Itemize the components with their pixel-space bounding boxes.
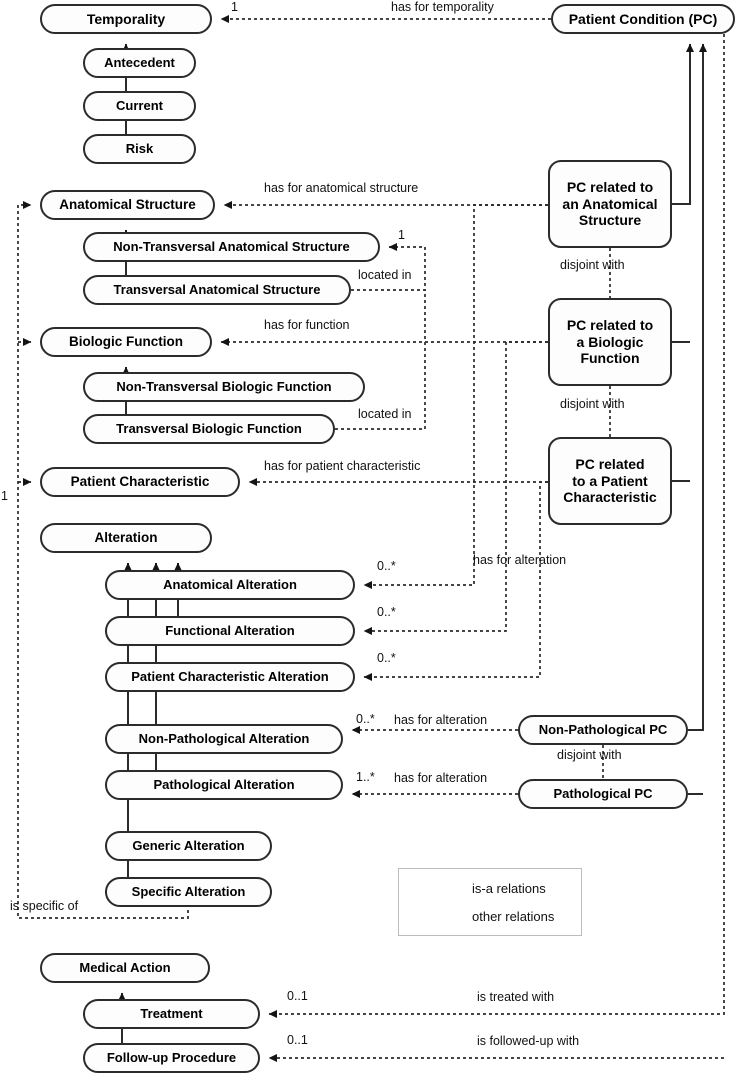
edge-label-disjoint-with-1: disjoint with [560,258,625,272]
node-pathological-alteration[interactable]: Pathological Alteration [105,770,343,800]
node-label-risk: Risk [125,141,154,157]
node-pathological-pc[interactable]: Pathological PC [518,779,688,809]
node-label-patient-condition: Patient Condition (PC) [568,10,718,27]
node-patient-condition[interactable]: Patient Condition (PC) [551,4,735,34]
node-functional-alteration[interactable]: Functional Alteration [105,616,355,646]
node-label-transversal-biologic-function: Transversal Biologic Function [116,421,302,437]
node-label-pathological-alteration: Pathological Alteration [153,777,295,793]
node-pc-anatomical-structure[interactable]: PC related to an Anatomical Structure [548,160,672,248]
edge-label-located-in-anatomical: located in [358,268,412,282]
node-anatomical-structure[interactable]: Anatomical Structure [40,190,215,220]
edge-label-has-for-temporality: has for temporality [391,0,494,14]
cardinality-card-patient-characteristic-alteration: 0..* [377,651,396,665]
node-label-non-pathological-alteration: Non-Pathological Alteration [138,731,310,747]
cardinality-card-left-specific: 1 [1,489,8,503]
node-transversal-biologic-function[interactable]: Transversal Biologic Function [83,414,335,444]
edge-label-is-specific-of: is specific of [10,899,79,913]
node-label-non-pathological-pc: Non-Pathological PC [538,722,668,738]
node-transversal-anatomical-structure[interactable]: Transversal Anatomical Structure [83,275,351,305]
node-label-current: Current [116,98,163,114]
node-label-biologic-function: Biologic Function [69,334,183,350]
edge-label-is-treated-with: is treated with [477,990,555,1004]
isa-pc-anatomical-structure [672,43,695,205]
node-pc-biologic-function[interactable]: PC related to a Biologic Function [548,298,672,386]
edge-label-has-for-alteration-main: has for alteration [473,553,567,567]
cardinality-card-pathological: 1..* [356,770,375,784]
legend-label-legend-other: other relations [472,909,555,924]
node-label-patient-characteristic-alteration: Patient Characteristic Alteration [131,669,329,685]
node-label-anatomical-structure: Anatomical Structure [59,197,196,213]
node-label-anatomical-alteration: Anatomical Alteration [163,577,297,593]
edge-label-is-followed-up-with: is followed-up with [477,1034,580,1048]
node-follow-up-procedure[interactable]: Follow-up Procedure [83,1043,260,1073]
node-label-non-transversal-anatomical-structure: Non-Transversal Anatomical Structure [113,239,350,255]
isa-non-pathological-pc [688,43,708,731]
node-label-specific-alteration: Specific Alteration [131,884,246,900]
edge-label-located-in-biologic: located in [358,407,412,421]
node-label-pc-biologic-function: PC related to a Biologic Function [566,317,654,367]
rel-is-specific-of-anatomical [17,200,189,919]
node-label-medical-action: Medical Action [79,960,171,976]
edge-label-has-for-alteration-path: has for alteration [394,771,488,785]
node-current[interactable]: Current [83,91,196,121]
edge-label-has-for-anatomical-structure: has for anatomical structure [264,181,419,195]
rel-has-for-alteration-patient-characteristic [363,481,548,682]
node-non-pathological-pc[interactable]: Non-Pathological PC [518,715,688,745]
node-generic-alteration[interactable]: Generic Alteration [105,831,272,861]
node-label-pathological-pc: Pathological PC [553,786,653,802]
node-non-transversal-anatomical-structure[interactable]: Non-Transversal Anatomical Structure [83,232,380,262]
cardinality-card-temporality: 1 [231,0,238,14]
node-specific-alteration[interactable]: Specific Alteration [105,877,272,907]
node-risk[interactable]: Risk [83,134,196,164]
node-label-non-transversal-biologic-function: Non-Transversal Biologic Function [116,379,332,395]
node-alteration[interactable]: Alteration [40,523,212,553]
node-label-follow-up-procedure: Follow-up Procedure [106,1050,237,1066]
cardinality-card-follow-up: 0..1 [287,1033,308,1047]
edge-label-disjoint-with-3: disjoint with [557,748,622,762]
cardinality-card-anatomical-alteration: 0..* [377,559,396,573]
node-patient-characteristic[interactable]: Patient Characteristic [40,467,240,497]
cardinality-card-non-pathological: 0..* [356,712,375,726]
node-pc-patient-characteristic[interactable]: PC related to a Patient Characteristic [548,437,672,525]
node-patient-characteristic-alteration[interactable]: Patient Characteristic Alteration [105,662,355,692]
node-label-temporality: Temporality [86,10,166,27]
cardinality-card-functional-alteration: 0..* [377,605,396,619]
edge-label-has-for-alteration-nonpath: has for alteration [394,713,488,727]
node-label-generic-alteration: Generic Alteration [132,838,245,854]
node-label-functional-alteration: Functional Alteration [165,623,295,639]
node-label-transversal-anatomical-structure: Transversal Anatomical Structure [113,282,321,298]
node-label-pc-patient-characteristic: PC related to a Patient Characteristic [563,456,657,506]
node-anatomical-alteration[interactable]: Anatomical Alteration [105,570,355,600]
node-medical-action[interactable]: Medical Action [40,953,210,983]
cardinality-card-non-transversal-anatomical: 1 [398,228,405,242]
node-biologic-function[interactable]: Biologic Function [40,327,212,357]
node-non-pathological-alteration[interactable]: Non-Pathological Alteration [105,724,343,754]
node-temporality[interactable]: Temporality [40,4,212,34]
node-label-antecedent: Antecedent [104,55,175,71]
legend-label-legend-is-a: is-a relations [472,881,546,896]
rel-has-for-alteration-functional [363,341,548,636]
cardinality-card-treatment: 0..1 [287,989,308,1003]
node-treatment[interactable]: Treatment [83,999,260,1029]
node-label-patient-characteristic: Patient Characteristic [70,474,210,490]
rel-has-for-alteration-anatomical [363,204,548,590]
node-antecedent[interactable]: Antecedent [83,48,196,78]
node-label-pc-anatomical-structure: PC related to an Anatomical Structure [562,179,658,229]
node-non-transversal-biologic-function[interactable]: Non-Transversal Biologic Function [83,372,365,402]
edge-label-has-for-function: has for function [264,318,350,332]
edge-label-disjoint-with-2: disjoint with [560,397,625,411]
node-label-treatment: Treatment [140,1006,203,1022]
legend-panel [398,868,582,936]
edge-label-has-for-patient-characteristic: has for patient characteristic [264,459,421,473]
node-label-alteration: Alteration [94,530,158,546]
